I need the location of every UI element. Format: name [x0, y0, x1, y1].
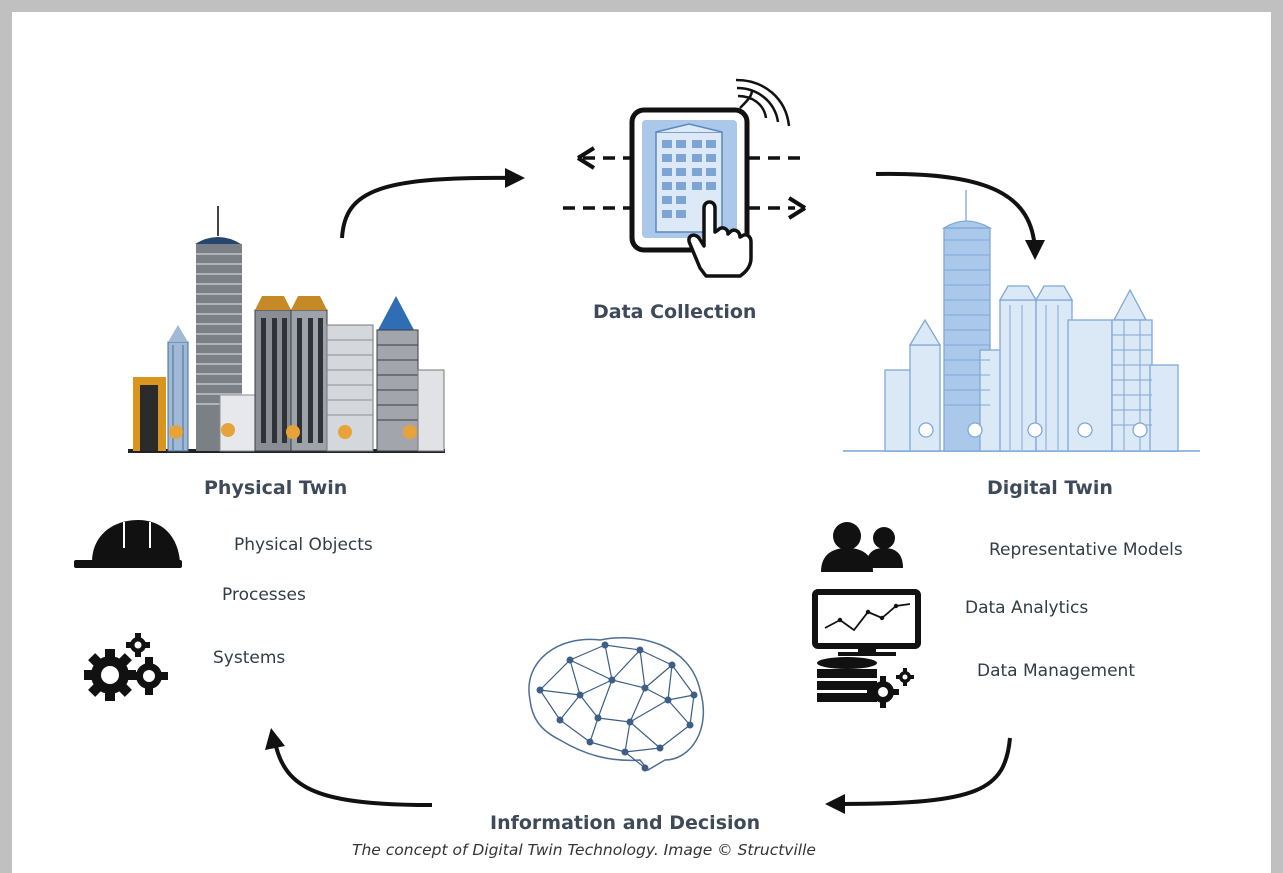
- representative-models-label: Representative Models: [989, 540, 1183, 560]
- gears-icon: [84, 633, 168, 701]
- users-icon: [821, 522, 903, 572]
- digital-twin-title: Digital Twin: [987, 477, 1113, 499]
- data-management-label: Data Management: [977, 661, 1135, 681]
- cycle-arrow-physical-to-collection: [340, 168, 525, 239]
- monitor-chart-icon: [812, 589, 921, 656]
- database-gear-icon: [817, 657, 914, 708]
- neural-brain-icon: [528, 637, 705, 772]
- data-analytics-label: Data Analytics: [965, 598, 1089, 618]
- cycle-arrow-collection-to-digital: [875, 171, 1045, 260]
- physical-city-illustration: [128, 206, 445, 453]
- information-decision-title: Information and Decision: [490, 812, 761, 834]
- digital-city-illustration: [843, 190, 1200, 452]
- cycle-arrow-digital-to-decision: [825, 737, 1012, 814]
- physical-twin-title: Physical Twin: [204, 477, 348, 499]
- data-collection-title: Data Collection: [593, 301, 757, 323]
- diagram-canvas: Data Collection Physical Twin Digital Tw…: [12, 12, 1271, 873]
- cycle-arrow-decision-to-physical: [265, 728, 433, 807]
- systems-label: Systems: [213, 648, 286, 668]
- tablet-touch-icon: [629, 78, 791, 278]
- processes-label: Processes: [222, 585, 306, 605]
- hard-hat-icon: [74, 520, 182, 568]
- data-flow-arrows: [563, 146, 807, 220]
- physical-objects-label: Physical Objects: [234, 535, 373, 555]
- figure-caption: The concept of Digital Twin Technology. …: [352, 841, 816, 859]
